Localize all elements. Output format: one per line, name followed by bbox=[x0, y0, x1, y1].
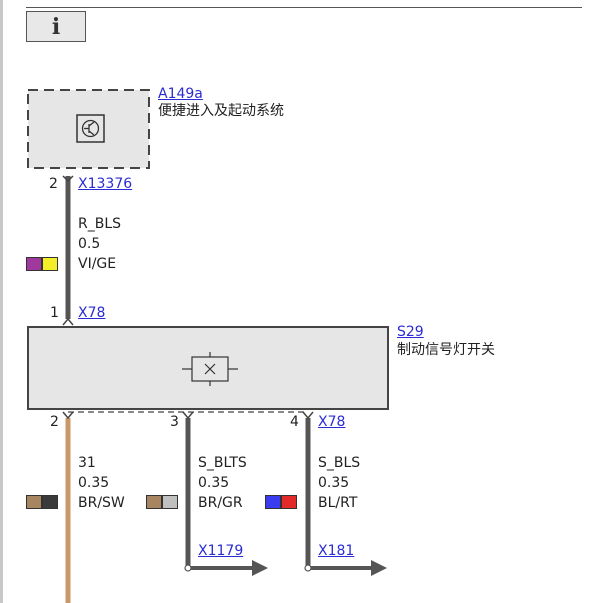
a149a-name: 便捷进入及起动系统 bbox=[158, 103, 284, 119]
connector-link-x1179[interactable]: X1179 bbox=[198, 543, 244, 559]
connector-link-x181[interactable]: X181 bbox=[318, 543, 355, 559]
swatch-primary bbox=[146, 495, 162, 509]
transistor-icon bbox=[76, 114, 105, 143]
swatch-secondary bbox=[281, 495, 297, 509]
pin-marker bbox=[182, 411, 194, 420]
wire-size: 0.5 bbox=[78, 236, 101, 252]
swatch-secondary bbox=[162, 495, 178, 509]
swatch-secondary bbox=[42, 495, 58, 509]
arrow-right-icon bbox=[252, 560, 268, 576]
wire-size: 0.35 bbox=[78, 475, 110, 491]
s29-link[interactable]: S29 bbox=[397, 324, 424, 340]
s29-name: 制动信号灯开关 bbox=[397, 342, 495, 358]
connector-link-x13376[interactable]: X13376 bbox=[78, 176, 133, 192]
wire-signal: R_BLS bbox=[78, 216, 122, 232]
connector-link-x78[interactable]: X78 bbox=[78, 305, 106, 321]
pin-marker bbox=[62, 317, 74, 326]
wire-size: 0.35 bbox=[318, 475, 350, 491]
wire-size: 0.35 bbox=[198, 475, 230, 491]
swatch-primary bbox=[265, 495, 281, 509]
pin-label: 4 bbox=[290, 414, 299, 430]
wire-color-code: BR/GR bbox=[198, 495, 243, 511]
wire-signal: S_BLTS bbox=[198, 455, 247, 471]
a149a-link[interactable]: A149a bbox=[158, 86, 203, 102]
wire-signal: S_BLS bbox=[318, 455, 361, 471]
swatch-primary bbox=[26, 495, 42, 509]
pin-label: 2 bbox=[50, 414, 59, 430]
s29-component-box[interactable] bbox=[27, 326, 389, 410]
a149a-pin: 2 bbox=[49, 176, 58, 192]
pin-marker bbox=[62, 175, 74, 183]
wire-color-code: BR/SW bbox=[78, 495, 125, 511]
header-rule bbox=[26, 7, 582, 8]
info-button[interactable]: i bbox=[26, 11, 86, 42]
s29-input-pin: 1 bbox=[50, 305, 59, 321]
connector-link-x78-pin4[interactable]: X78 bbox=[318, 414, 346, 430]
window-left-border bbox=[0, 0, 3, 603]
pin-marker bbox=[62, 411, 74, 420]
wire-color-code: VI/GE bbox=[78, 256, 117, 272]
wire-signal: 31 bbox=[78, 455, 96, 471]
junction-dot bbox=[304, 564, 312, 572]
wire-color-code: BL/RT bbox=[318, 495, 358, 511]
junction-dot bbox=[184, 564, 192, 572]
pin-marker bbox=[302, 411, 314, 420]
pin-label: 3 bbox=[170, 414, 179, 430]
brake-switch-icon bbox=[182, 352, 238, 386]
arrow-right-icon bbox=[371, 560, 387, 576]
swatch-secondary bbox=[42, 257, 58, 271]
swatch-primary bbox=[26, 257, 42, 271]
